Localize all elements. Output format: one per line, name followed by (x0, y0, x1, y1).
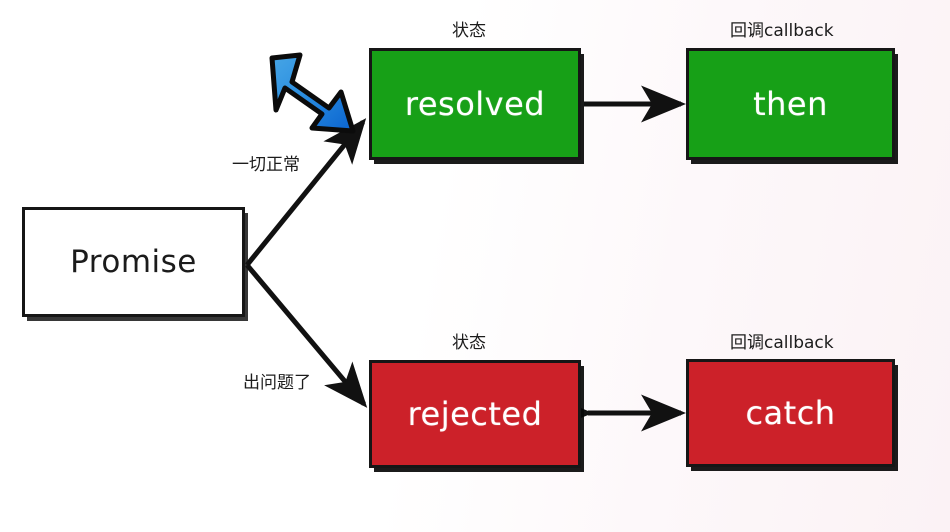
node-resolved-label: resolved (404, 85, 546, 123)
edge-label-success: 一切正常 (232, 155, 300, 175)
caption-state-top: 状态 (452, 21, 486, 41)
caption-state-bottom: 状态 (452, 333, 486, 353)
node-promise-label: Promise (70, 244, 197, 280)
node-then-label: then (753, 85, 828, 123)
node-then: then (686, 48, 895, 160)
edge-promise-to-resolved (245, 118, 367, 267)
edge-promise-to-rejected (245, 263, 368, 408)
node-resolved: resolved (369, 48, 581, 160)
node-rejected-label: rejected (407, 395, 543, 433)
node-promise: Promise (22, 207, 245, 317)
node-rejected: rejected (369, 360, 581, 468)
node-catch-label: catch (745, 394, 836, 432)
edge-label-failure: 出问题了 (243, 373, 311, 393)
caption-callback-bottom: 回调callback (730, 333, 834, 353)
caption-callback-top: 回调callback (730, 21, 834, 41)
node-catch: catch (686, 359, 895, 467)
blue-pointer-arrow-icon (269, 52, 356, 134)
